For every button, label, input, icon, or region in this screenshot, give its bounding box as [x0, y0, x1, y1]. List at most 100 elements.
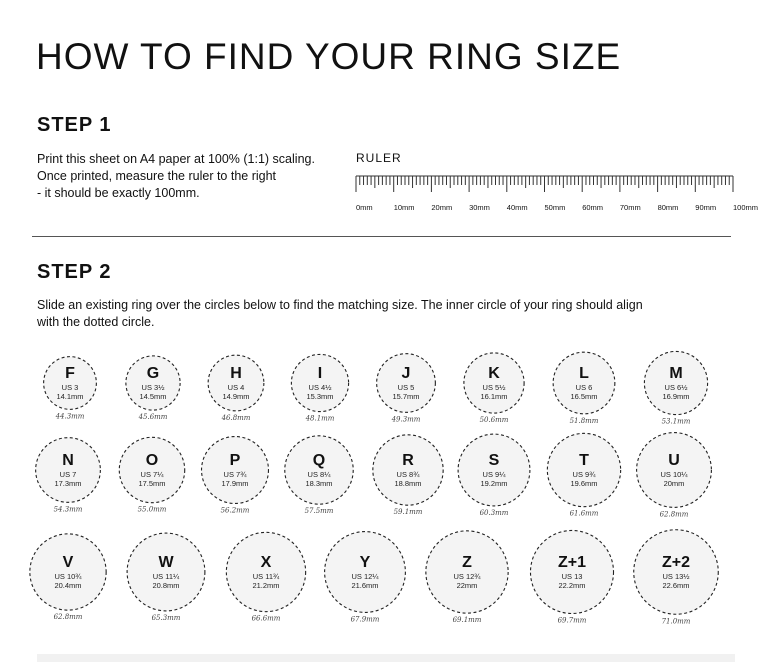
- instruction-line: with the dotted circle.: [37, 315, 155, 329]
- ruler-tick-label: 30mm: [469, 203, 490, 212]
- ring-diameter: 20mm: [664, 479, 685, 488]
- ring-diameter: 19.6mm: [570, 479, 597, 488]
- dotted-ring-circle: [29, 533, 107, 611]
- ring-circumference: 62.8mm: [54, 613, 83, 621]
- ruler-tick-label: 40mm: [507, 203, 528, 212]
- ring-letter: H: [230, 365, 242, 382]
- ring-letter: Y: [360, 554, 371, 571]
- dotted-ring-circle: [324, 531, 406, 613]
- dotted-ring-circle: [118, 436, 186, 504]
- ring-size-p: PUS 7¾17.9mm 56.2mm: [200, 435, 270, 514]
- ring-circumference: 55.0mm: [138, 506, 167, 514]
- ring-circumference: 62.8mm: [660, 510, 689, 518]
- ring-letter: F: [65, 365, 75, 382]
- ring-diameter: 14.5mm: [139, 392, 166, 401]
- ring-us-size: US 13½: [662, 572, 690, 581]
- ring-circumference: 59.1mm: [394, 508, 423, 516]
- ring-us-size: US 11¾: [253, 572, 280, 581]
- ring-us-size: US 8¾: [397, 470, 421, 479]
- ring-diameter: 21.2mm: [252, 581, 279, 590]
- ring-letter: R: [402, 452, 414, 469]
- ring-diameter: 17.9mm: [221, 479, 248, 488]
- ring-circumference: 45.6mm: [138, 413, 168, 421]
- ring-diameter: 17.5mm: [138, 479, 165, 488]
- ring-diameter: 20.4mm: [54, 581, 81, 590]
- ring-circumference: 46.8mm: [221, 414, 251, 422]
- ring-diameter: 19.2mm: [480, 479, 507, 488]
- ring-diameter: 15.3mm: [306, 392, 333, 401]
- ring-us-size: US 12¼: [351, 572, 379, 581]
- ring-letter: P: [230, 452, 241, 469]
- ruler-label: RULER: [356, 151, 402, 165]
- dotted-ring-circle: [372, 434, 444, 506]
- ring-circumference: 56.2mm: [221, 506, 250, 514]
- step-2-heading: STEP 2: [37, 261, 112, 283]
- dotted-ring-circle: [552, 351, 616, 415]
- ring-diameter: 16.1mm: [480, 392, 507, 401]
- ring-diameter: 20.8mm: [152, 581, 179, 590]
- ring-size-y: YUS 12¼21.6mm 67.9mm: [324, 531, 406, 623]
- ring-circumference: 51.8mm: [570, 417, 599, 425]
- ring-diameter: 16.5mm: [570, 392, 597, 401]
- ring-letter: J: [402, 365, 411, 382]
- ruler-tick-label: 20mm: [431, 203, 452, 212]
- ruler-tick-label: 0mm: [356, 203, 373, 212]
- dotted-ring-circle: [457, 433, 531, 507]
- ring-letter: X: [261, 554, 272, 571]
- section-divider: [32, 236, 731, 237]
- ring-us-size: US 7¾: [224, 470, 248, 479]
- dotted-ring-circle: [207, 354, 265, 412]
- ring-us-size: US 9¾: [573, 470, 597, 479]
- ring-us-size: US 6½: [665, 383, 689, 392]
- ring-circumference: 50.6mm: [480, 416, 509, 424]
- ring-letter: G: [147, 365, 159, 382]
- ring-diameter: 18.3mm: [305, 479, 332, 488]
- ring-letter: Z: [462, 554, 472, 571]
- ring-letter: S: [489, 452, 500, 469]
- ring-circumference: 67.9mm: [351, 615, 380, 623]
- ruler-tick-label: 80mm: [658, 203, 679, 212]
- ring-diameter: 22.2mm: [558, 581, 585, 590]
- ring-circumference: 61.6mm: [570, 510, 599, 518]
- ring-circumference: 54.3mm: [54, 505, 83, 513]
- dotted-ring-circle: [463, 352, 525, 414]
- ring-diameter: 21.6mm: [351, 581, 378, 590]
- ring-us-size: US 4½: [309, 383, 333, 392]
- ring-letter: W: [158, 554, 174, 571]
- ring-us-size: US 12¾: [453, 572, 481, 581]
- ring-diameter: 14.1mm: [56, 392, 83, 401]
- instruction-line: Once printed, measure the ruler to the r…: [37, 169, 277, 183]
- ring-letter: O: [146, 452, 158, 469]
- ring-us-size: US 4: [228, 383, 245, 392]
- dotted-ring-circle: [636, 432, 712, 508]
- dotted-ring-circle: [290, 353, 350, 413]
- ring-us-size: US 3: [62, 383, 79, 392]
- footer-bar: [37, 654, 735, 662]
- ring-diameter: 22.6mm: [662, 581, 689, 590]
- ring-us-size: US 3½: [142, 383, 166, 392]
- ring-us-size: US 5½: [483, 383, 507, 392]
- ring-diameter: 16.9mm: [662, 392, 689, 401]
- ring-circumference: 57.5mm: [305, 507, 334, 515]
- dotted-ring-circle: [125, 355, 181, 411]
- ring-us-size: US 10¼: [660, 470, 688, 479]
- dotted-ring-circle: [43, 356, 97, 410]
- dotted-ring-circle: [425, 530, 509, 614]
- ring-diameter: 17.3mm: [54, 479, 81, 488]
- ring-us-size: US 13: [562, 572, 583, 581]
- ring-diameter: 22mm: [457, 581, 478, 590]
- ring-us-size: US 9¼: [483, 470, 507, 479]
